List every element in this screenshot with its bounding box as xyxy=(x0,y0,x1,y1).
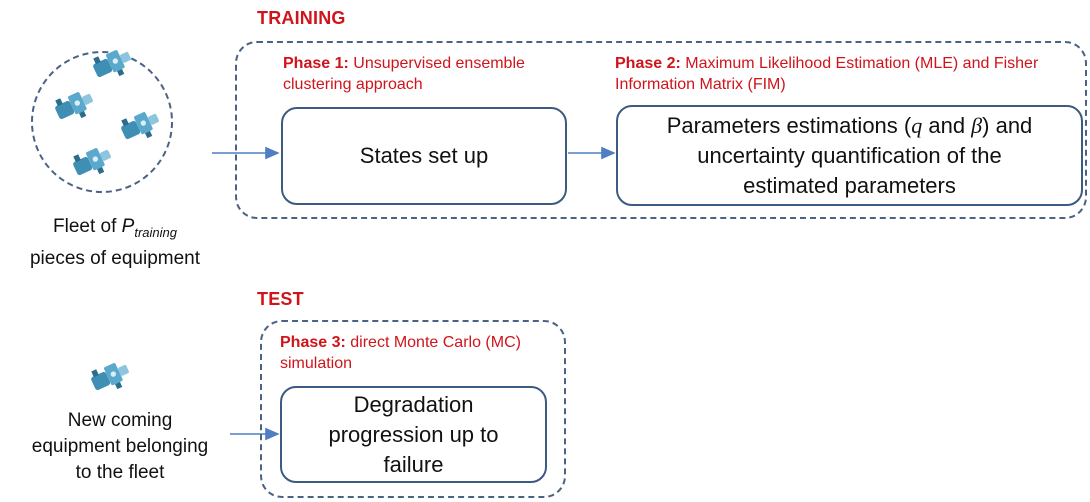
phase3-text: direct Monte Carlo (MC) simulation xyxy=(280,334,521,372)
training-region xyxy=(235,41,1087,219)
parameter-estimation-box: Parameters estimations (q and β) and unc… xyxy=(616,105,1083,206)
phase2-bold: Phase 2: xyxy=(615,55,681,72)
degradation-box: Degradation progression up to failure xyxy=(280,386,547,483)
param-line-3: estimated parameters xyxy=(743,172,956,198)
fleet-caption-line-2: pieces of equipment xyxy=(29,247,201,269)
states-setup-box: States set up xyxy=(281,107,567,205)
param-line-1: Parameters estimations (q and β) and xyxy=(666,112,1033,138)
new-caption-line-2: equipment belonging xyxy=(31,436,209,457)
new-equipment-caption: New coming equipment belonging to the fl… xyxy=(0,408,240,486)
states-setup-text: States set up xyxy=(359,143,489,168)
test-region xyxy=(260,320,566,498)
equipment-icon xyxy=(52,86,98,127)
phase1-bold: Phase 1: xyxy=(283,55,349,72)
fleet-caption: Fleet of Ptraining pieces of equipment xyxy=(0,214,230,272)
fleet-caption-line-1: Fleet of Ptraining xyxy=(53,216,177,240)
equipment-icon xyxy=(118,106,164,147)
degradation-text: Degradation progression up to failure xyxy=(328,391,499,477)
new-caption-line-1: New coming xyxy=(67,410,173,431)
phase3-label: Phase 3: direct Monte Carlo (MC) simulat… xyxy=(280,332,560,374)
equipment-icon xyxy=(70,142,116,183)
equipment-icon xyxy=(88,357,134,398)
phase1-text: Unsupervised ensemble clustering approac… xyxy=(283,55,525,93)
phase1-label: Phase 1: Unsupervised ensemble clusterin… xyxy=(283,53,583,95)
phase2-text: Maximum Likelihood Estimation (MLE) and … xyxy=(615,55,1039,93)
equipment-icon xyxy=(90,44,136,85)
phase3-bold: Phase 3: xyxy=(280,334,346,351)
parameter-estimation-text: Parameters estimations (q and β) and unc… xyxy=(667,111,1033,201)
param-line-2: uncertainty quantification of the xyxy=(697,142,1002,168)
test-title: TEST xyxy=(257,289,304,309)
fleet-circle xyxy=(31,51,173,193)
phase2-label: Phase 2: Maximum Likelihood Estimation (… xyxy=(615,53,1085,95)
training-title: TRAINING xyxy=(257,8,346,28)
new-caption-line-3: to the fleet xyxy=(75,462,165,483)
